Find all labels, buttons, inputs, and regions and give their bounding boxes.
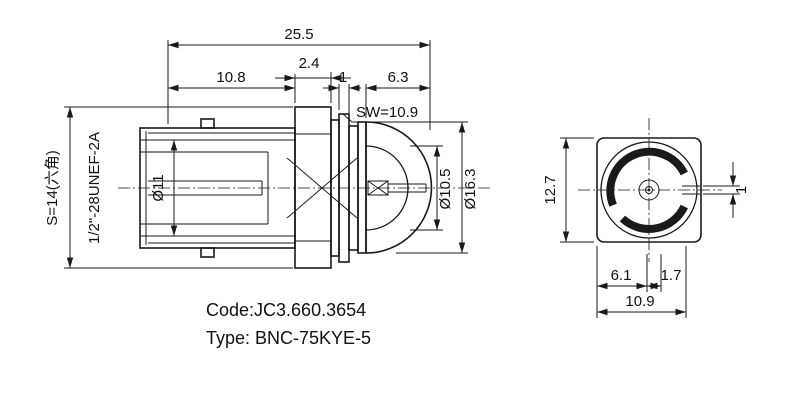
- dim-slot-label: 1: [733, 186, 750, 194]
- hex-flats-label: S=14(六角): [44, 150, 61, 225]
- part-type-text: Type: BNC-75KYE-5: [206, 328, 371, 348]
- side-view-dimensions: 25.5 10.8 2.4 1 6.3 SW=10.9 S=14(六角) 1/2…: [44, 26, 479, 269]
- flange-square: [596, 137, 702, 243]
- bore-diameter-label: Ø11: [150, 174, 167, 201]
- dim-rear-label: 6.3: [388, 69, 409, 86]
- dim-height-label: 12.7: [542, 175, 559, 204]
- contact-circle: [638, 179, 660, 201]
- flange: [357, 121, 367, 254]
- rear-body-outer-arc: [365, 121, 433, 254]
- rear-body-inner-arc: [365, 145, 409, 231]
- caption: Code:JC3.660.3654 Type: BNC-75KYE-5: [206, 300, 371, 348]
- hatch-line-2: [286, 157, 358, 219]
- coupling-ring-arc-lower: [619, 204, 688, 233]
- front-view: [578, 118, 722, 262]
- coupling-ring-arc-upper: [606, 147, 688, 207]
- dim-barrel-label: 10.8: [216, 69, 245, 86]
- dim-slot-depth-label: 1.7: [661, 267, 682, 284]
- outer-diameter-label: Ø16.3: [462, 169, 479, 210]
- dim-width-label: 10.9: [625, 293, 654, 310]
- pin-center-dot: [647, 188, 651, 192]
- dim-offset-label: 6.1: [611, 267, 632, 284]
- side-view: [118, 106, 492, 269]
- pin-circle: [645, 186, 653, 194]
- bayonet-stud-bottom: [200, 247, 215, 258]
- part-code-text: Code:JC3.660.3654: [206, 300, 366, 320]
- bayonet-stud-top: [200, 118, 215, 129]
- dim-washer-label: 1: [339, 69, 347, 86]
- dim-hex-label: 2.4: [299, 55, 320, 72]
- body-circle: [600, 141, 698, 239]
- contact-hatch-2: [367, 180, 389, 196]
- dim-total-length-label: 25.5: [284, 26, 313, 43]
- thread-callout-label: 1/2"-28UNEF-2A: [86, 132, 103, 244]
- leader-line: [342, 113, 353, 123]
- sw-callout-label: SW=10.9: [356, 104, 418, 121]
- center-contact-block: [367, 180, 389, 196]
- inner-diameter-label: Ø10.5: [437, 169, 454, 210]
- front-view-dimensions: 12.7 1 6.1 1.7 10.9: [542, 137, 750, 318]
- hex-nut: [294, 106, 332, 269]
